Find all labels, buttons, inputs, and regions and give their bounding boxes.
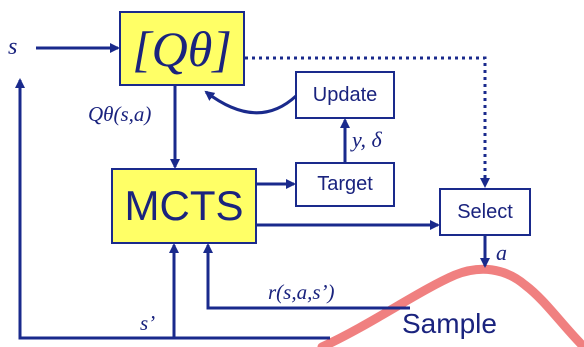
q-network-label: [Qθ]: [132, 20, 232, 77]
next-state-label: s’: [140, 311, 156, 335]
mcts-box: [111, 168, 257, 244]
arrow-update-to-q: [204, 90, 298, 115]
select-box: [439, 188, 531, 236]
target-box: [295, 162, 395, 207]
reward-label: r(s,a,s’): [268, 280, 335, 304]
action-label: a: [496, 240, 507, 265]
arrow-reward-to-mcts: [203, 243, 410, 310]
q-network-box: [119, 11, 245, 86]
state-in-label: s: [8, 34, 18, 60]
select-label: Select: [457, 200, 513, 223]
target-label: Target: [317, 173, 373, 195]
q-values-label: Qθ(s,a): [88, 102, 152, 126]
targets-label: y, δ: [352, 127, 382, 152]
update-label: Update: [312, 83, 378, 106]
sample-label: Sample: [402, 308, 497, 339]
mcts-label: MCTS: [124, 182, 244, 229]
sample-curve: [317, 264, 584, 347]
dotted-q-to-select: [245, 56, 490, 188]
arrow-loop-to-state: [15, 78, 174, 340]
